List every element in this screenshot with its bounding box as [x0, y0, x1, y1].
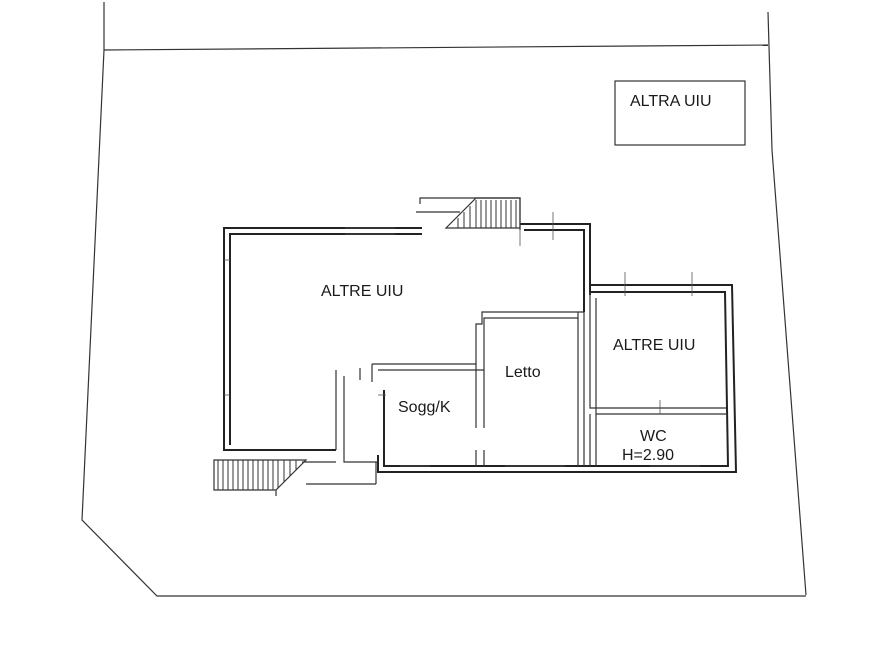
building-walls — [223, 223, 738, 485]
wc-height-label: H=2.90 — [622, 447, 674, 464]
sogg-k-label: Sogg/K — [398, 399, 451, 416]
top-stair — [416, 197, 521, 230]
letto-label: Letto — [505, 364, 541, 381]
altre-uiu-right-label: ALTRE UIU — [613, 337, 695, 354]
bottom-stair — [213, 459, 308, 496]
altre-uiu-main-label: ALTRE UIU — [321, 283, 403, 300]
wc-label: WC — [640, 428, 667, 445]
altra-uiu-box — [614, 80, 746, 146]
altra-uiu-label: ALTRA UIU — [630, 93, 712, 110]
interior-walls — [359, 292, 726, 466]
site-boundary — [81, 2, 807, 597]
